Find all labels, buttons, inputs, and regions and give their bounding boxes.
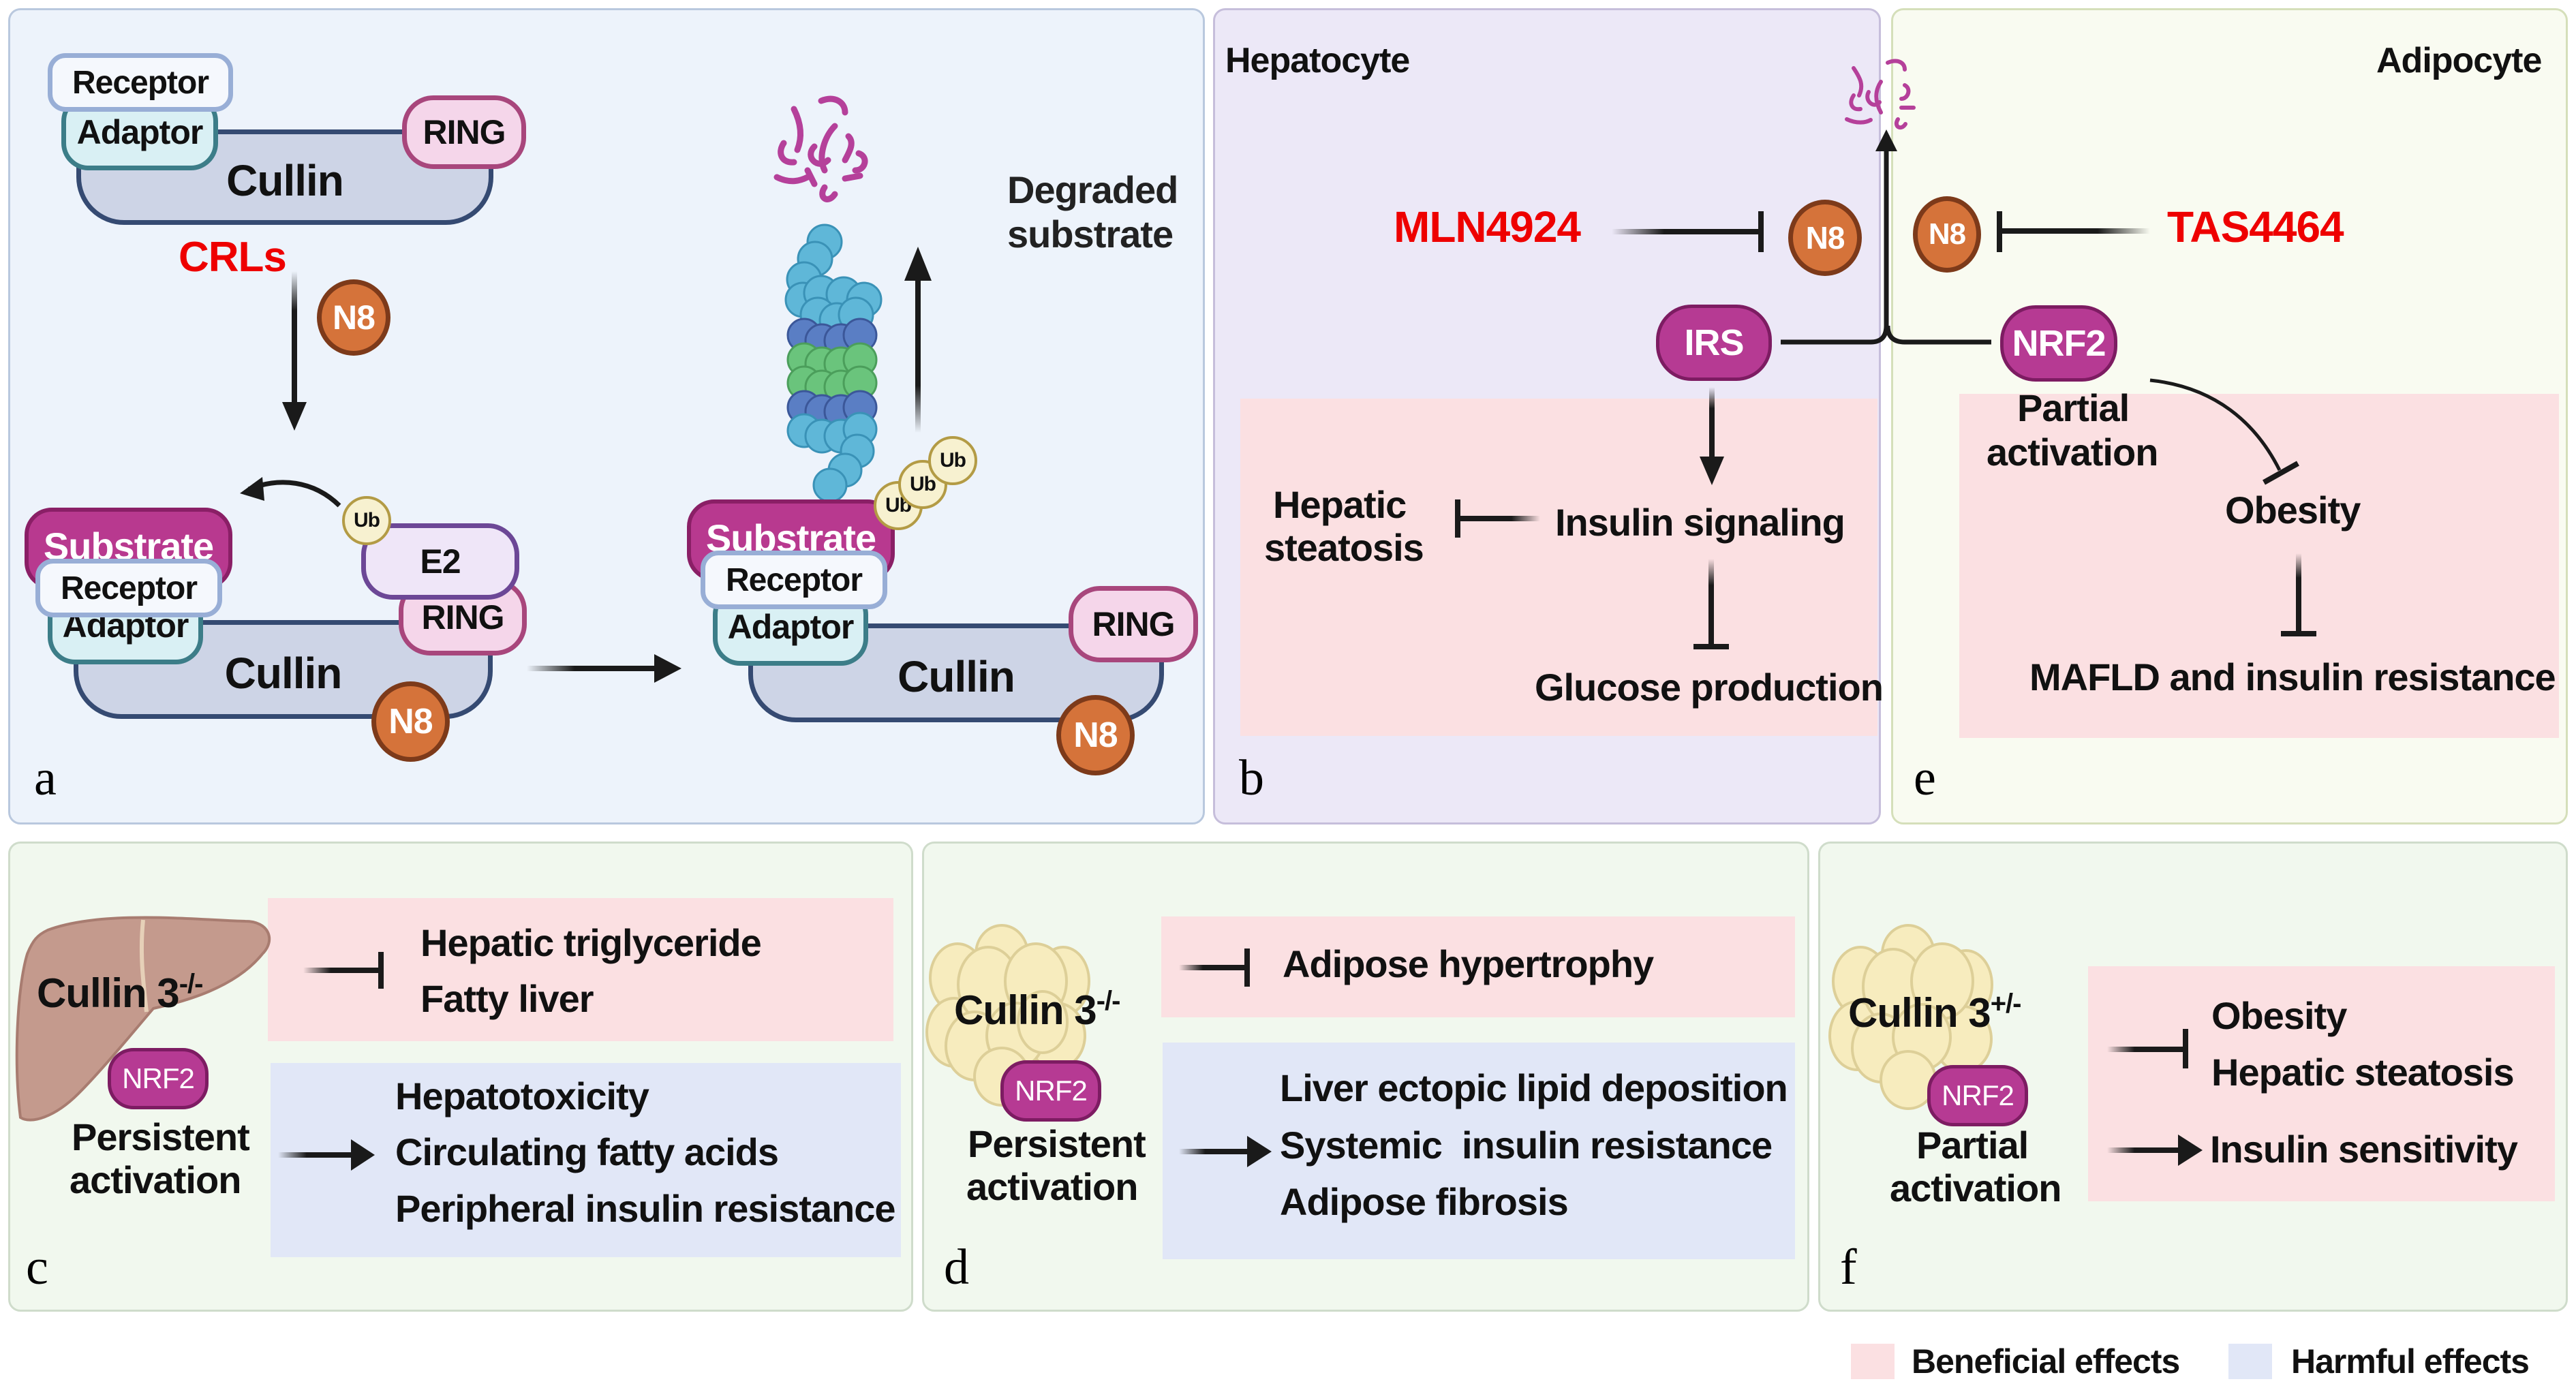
nrf2-node-f: NRF2: [1927, 1065, 2028, 1126]
n8-label: N8: [388, 702, 433, 741]
activation-label-f-1: Partial: [1916, 1124, 2029, 1167]
n8-label: N8: [333, 298, 375, 337]
n8-label: N8: [1805, 220, 1845, 256]
harmful-item: Peripheral insulin resistance: [395, 1187, 896, 1230]
crls-label: CRLs: [179, 234, 287, 281]
receptor-label: Receptor: [72, 64, 209, 101]
cullin-label: Cullin: [224, 648, 343, 698]
cullin3-label-c: Cullin 3-/-: [37, 969, 204, 1016]
beneficial-box-f: [2088, 966, 2555, 1201]
insulin-signaling-label: Insulin signaling: [1555, 501, 1845, 544]
ring-top: RING: [402, 95, 526, 169]
e2-enzyme: E2: [361, 523, 519, 600]
harmful-item: Systemic insulin resistance: [1280, 1124, 1773, 1167]
degraded-label-2: substrate: [1007, 213, 1174, 256]
genotype-superscript: -/-: [179, 969, 204, 999]
panel-label-a: a: [34, 750, 57, 806]
inhibited-item: Obesity: [2211, 994, 2347, 1037]
gene-name: Cullin 3: [954, 987, 1097, 1033]
n8-label: N8: [1073, 715, 1118, 755]
n8-badge-e: N8: [1913, 196, 1981, 273]
panel-label-f: f: [1840, 1239, 1857, 1295]
gene-name: Cullin 3: [37, 970, 180, 1016]
panel-label-d: d: [944, 1239, 969, 1295]
beneficial-item: Adipose hypertrophy: [1283, 942, 1654, 985]
receptor-mid: Receptor: [35, 559, 222, 617]
beneficial-box-b: [1240, 399, 1877, 736]
genotype-superscript: -/-: [1096, 986, 1121, 1016]
nrf2-node-e: NRF2: [2000, 305, 2117, 382]
beneficial-box-d: [1161, 916, 1795, 1017]
ub-label: Ub: [940, 449, 966, 472]
ub-label: Ub: [354, 509, 380, 531]
n8-badge: N8: [317, 279, 390, 356]
harmful-item: Circulating fatty acids: [395, 1130, 779, 1173]
activation-label-d-2: activation: [966, 1165, 1138, 1208]
tas4464-label: TAS4464: [2167, 202, 2344, 251]
harmful-item: Hepatotoxicity: [395, 1075, 649, 1117]
activation-label-d-1: Persistent: [968, 1122, 1146, 1165]
harmful-item: Adipose fibrosis: [1280, 1180, 1569, 1223]
ub-label: Ub: [910, 473, 936, 495]
adipocyte-title: Adipocyte: [2376, 41, 2542, 80]
legend-label-harmful: Harmful effects: [2291, 1342, 2530, 1381]
legend-swatch-harmful: [2228, 1344, 2272, 1379]
legend-swatch-beneficial: [1851, 1344, 1895, 1379]
nrf2-label: NRF2: [122, 1062, 195, 1094]
panel-label-b: b: [1239, 750, 1264, 806]
nrf2-node-d: NRF2: [1000, 1060, 1101, 1122]
glucose-production-label: Glucose production: [1535, 666, 1884, 709]
beneficial-item: Fatty liver: [420, 977, 594, 1020]
n8-badge-right: N8: [1056, 695, 1135, 775]
adaptor-label: Adaptor: [727, 607, 855, 646]
harmful-item: Liver ectopic lipid deposition: [1280, 1066, 1788, 1109]
receptor-label: Receptor: [60, 570, 198, 606]
hepatic-steatosis-label-2: steatosis: [1264, 526, 1424, 569]
activation-label-c-1: Persistent: [72, 1115, 250, 1158]
irs-node: IRS: [1656, 305, 1772, 381]
inhibited-item: Hepatic steatosis: [2211, 1051, 2515, 1094]
promoted-item: Insulin sensitivity: [2210, 1128, 2518, 1171]
cullin-label: Cullin: [226, 156, 344, 205]
mln4924-label: MLN4924: [1394, 202, 1581, 251]
panel-label-c: c: [26, 1239, 48, 1295]
hepatocyte-title: Hepatocyte: [1225, 41, 1410, 80]
hepatic-steatosis-label-1: Hepatic: [1273, 483, 1407, 526]
nrf2-label: NRF2: [1942, 1079, 2014, 1111]
ub-chain-3: Ub: [928, 436, 977, 485]
irs-label: IRS: [1684, 322, 1744, 363]
ub-single: Ub: [342, 496, 391, 545]
genotype-superscript: +/-: [1990, 989, 2022, 1019]
n8-label: N8: [1928, 217, 1966, 251]
ring-right: RING: [1069, 586, 1198, 662]
nrf2-label: NRF2: [2012, 323, 2106, 364]
degraded-label-1: Degraded: [1007, 168, 1178, 211]
cullin3-label-d: Cullin 3-/-: [954, 987, 1120, 1032]
mafld-label: MAFLD and insulin resistance: [2029, 656, 2556, 698]
receptor-right: Receptor: [701, 551, 887, 609]
ring-label: RING: [421, 598, 505, 636]
n8-badge-mid: N8: [371, 681, 450, 762]
activation-label-c-2: activation: [70, 1158, 241, 1201]
obesity-label: Obesity: [2225, 489, 2361, 531]
n8-badge-b: N8: [1788, 200, 1862, 276]
e2-label: E2: [420, 542, 461, 581]
gene-name: Cullin 3: [1848, 990, 1991, 1036]
cullin3-label-f: Cullin 3+/-: [1848, 989, 2021, 1034]
partial-activation-label-1: Partial: [2017, 386, 2130, 429]
beneficial-item: Hepatic triglyceride: [420, 921, 762, 964]
legend-label-beneficial: Beneficial effects: [1912, 1342, 2180, 1381]
ring-label: RING: [1092, 605, 1176, 643]
partial-activation-label-2: activation: [1987, 431, 2158, 474]
ring-label: RING: [423, 113, 506, 151]
activation-label-f-2: activation: [1890, 1167, 2061, 1209]
cullin-label: Cullin: [898, 651, 1015, 701]
nrf2-label: NRF2: [1015, 1075, 1088, 1107]
harmful-box-c: [271, 1063, 901, 1257]
receptor-top: Receptor: [48, 53, 233, 112]
nrf2-node-c: NRF2: [108, 1048, 209, 1109]
panel-label-e: e: [1914, 750, 1936, 806]
receptor-label: Receptor: [725, 561, 863, 598]
adaptor-label: Adaptor: [76, 113, 204, 151]
